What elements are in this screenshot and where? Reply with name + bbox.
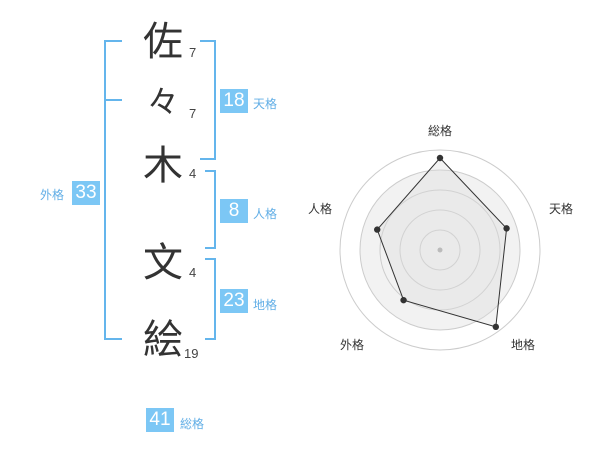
radar-grid-ring: [399, 209, 481, 291]
radar-point-5: [374, 226, 381, 233]
radar-label-soukaku: 総格: [428, 124, 453, 138]
radar-series-polygon: [376, 157, 508, 328]
stroke-count-2: 7: [189, 106, 197, 121]
stroke-count-1: 7: [189, 45, 197, 60]
radar-center-dot: [437, 247, 443, 253]
radar-point-4: [400, 296, 407, 304]
radar-point-1: [436, 154, 444, 162]
radar-point-2: [503, 225, 510, 232]
stroke-count-4: 4: [189, 265, 197, 280]
name-char-1: 佐: [143, 19, 183, 65]
soukaku-value: 41: [146, 408, 174, 432]
stroke-count-5: 19: [184, 346, 199, 361]
gaikaku-label: 外格: [40, 188, 65, 202]
chikaku-label: 地格: [253, 298, 278, 312]
radar-label-tenkaku: 天格: [549, 202, 574, 216]
soukaku-label: 総格: [180, 417, 205, 431]
name-char-2: 々: [147, 83, 180, 121]
radar-grid-ring: [359, 169, 521, 331]
name-char-4: 文: [143, 240, 183, 286]
gaikaku-value: 33: [72, 181, 100, 205]
stroke-count-3: 4: [189, 166, 197, 181]
jinkaku-label: 人格: [253, 207, 278, 221]
radar-grid-ring: [419, 229, 461, 271]
name-char-3: 木: [143, 143, 183, 189]
tenkaku-label: 天格: [253, 97, 278, 111]
radar-label-chikaku: 地格: [511, 338, 536, 352]
tenkaku-value: 18: [220, 89, 248, 113]
radar-point-3: [492, 323, 500, 331]
chikaku-value: 23: [220, 289, 248, 313]
radar-label-gaikaku: 外格: [340, 338, 365, 352]
radar-grid-ring: [379, 189, 501, 311]
name-char-5: 絵: [143, 317, 183, 363]
jinkaku-value: 8: [220, 199, 248, 223]
radar-label-jinkaku: 人格: [308, 202, 333, 216]
radar-grid-ring: [339, 149, 541, 351]
